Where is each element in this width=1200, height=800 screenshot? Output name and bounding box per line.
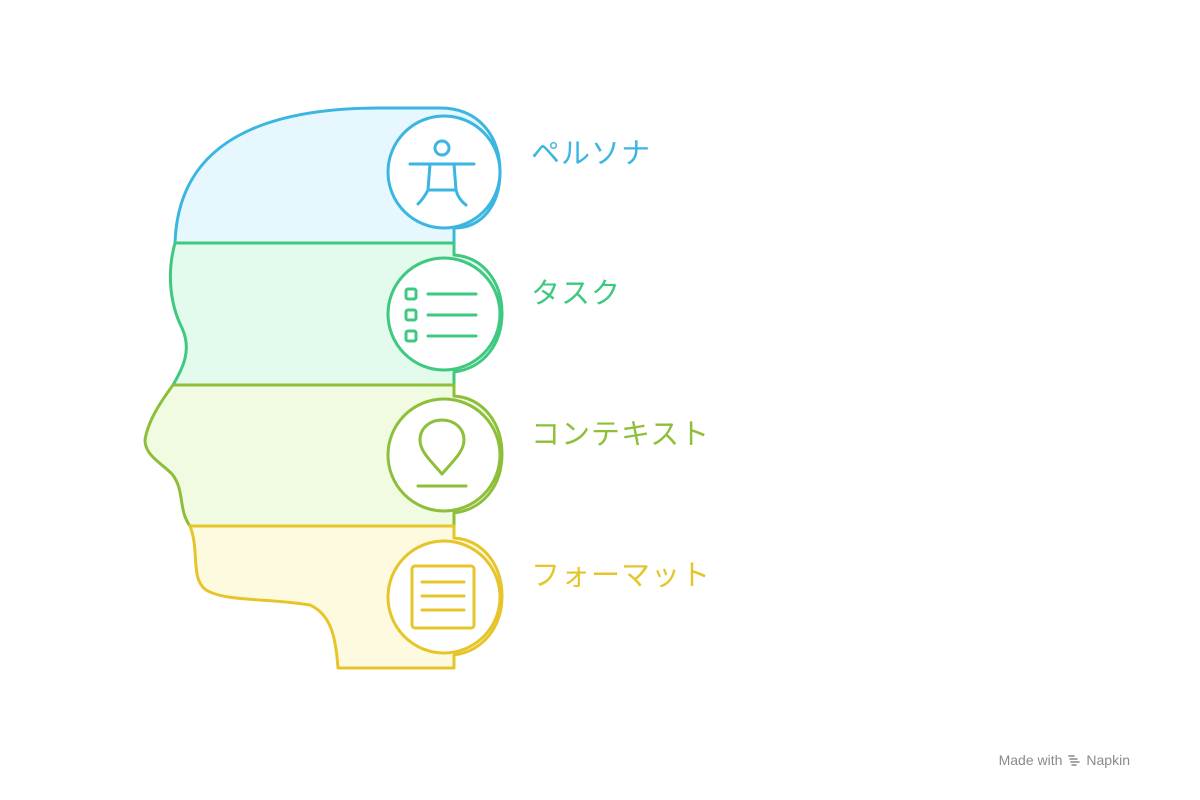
made-with-napkin-footer: Made with Napkin [999,752,1130,768]
label-task: タスク [531,276,622,310]
label-context: コンテキスト [531,417,711,451]
label-format: フォーマット [531,558,712,592]
layer-context-icon-ring [386,397,502,513]
napkin-logo-icon [1068,755,1081,766]
location-pin-icon [416,418,468,488]
checklist-icon [404,287,478,343]
napkin-brand-text: Napkin [1086,752,1130,768]
layer-persona [173,106,502,245]
layer-format [188,524,504,670]
label-persona: ペルソナ [531,136,652,170]
layer-task [168,241,504,387]
layer-persona-icon-ring [386,114,502,230]
made-with-text: Made with [998,752,1063,768]
layer-context [143,383,504,528]
persona-icon [408,139,476,207]
document-icon [410,564,476,630]
